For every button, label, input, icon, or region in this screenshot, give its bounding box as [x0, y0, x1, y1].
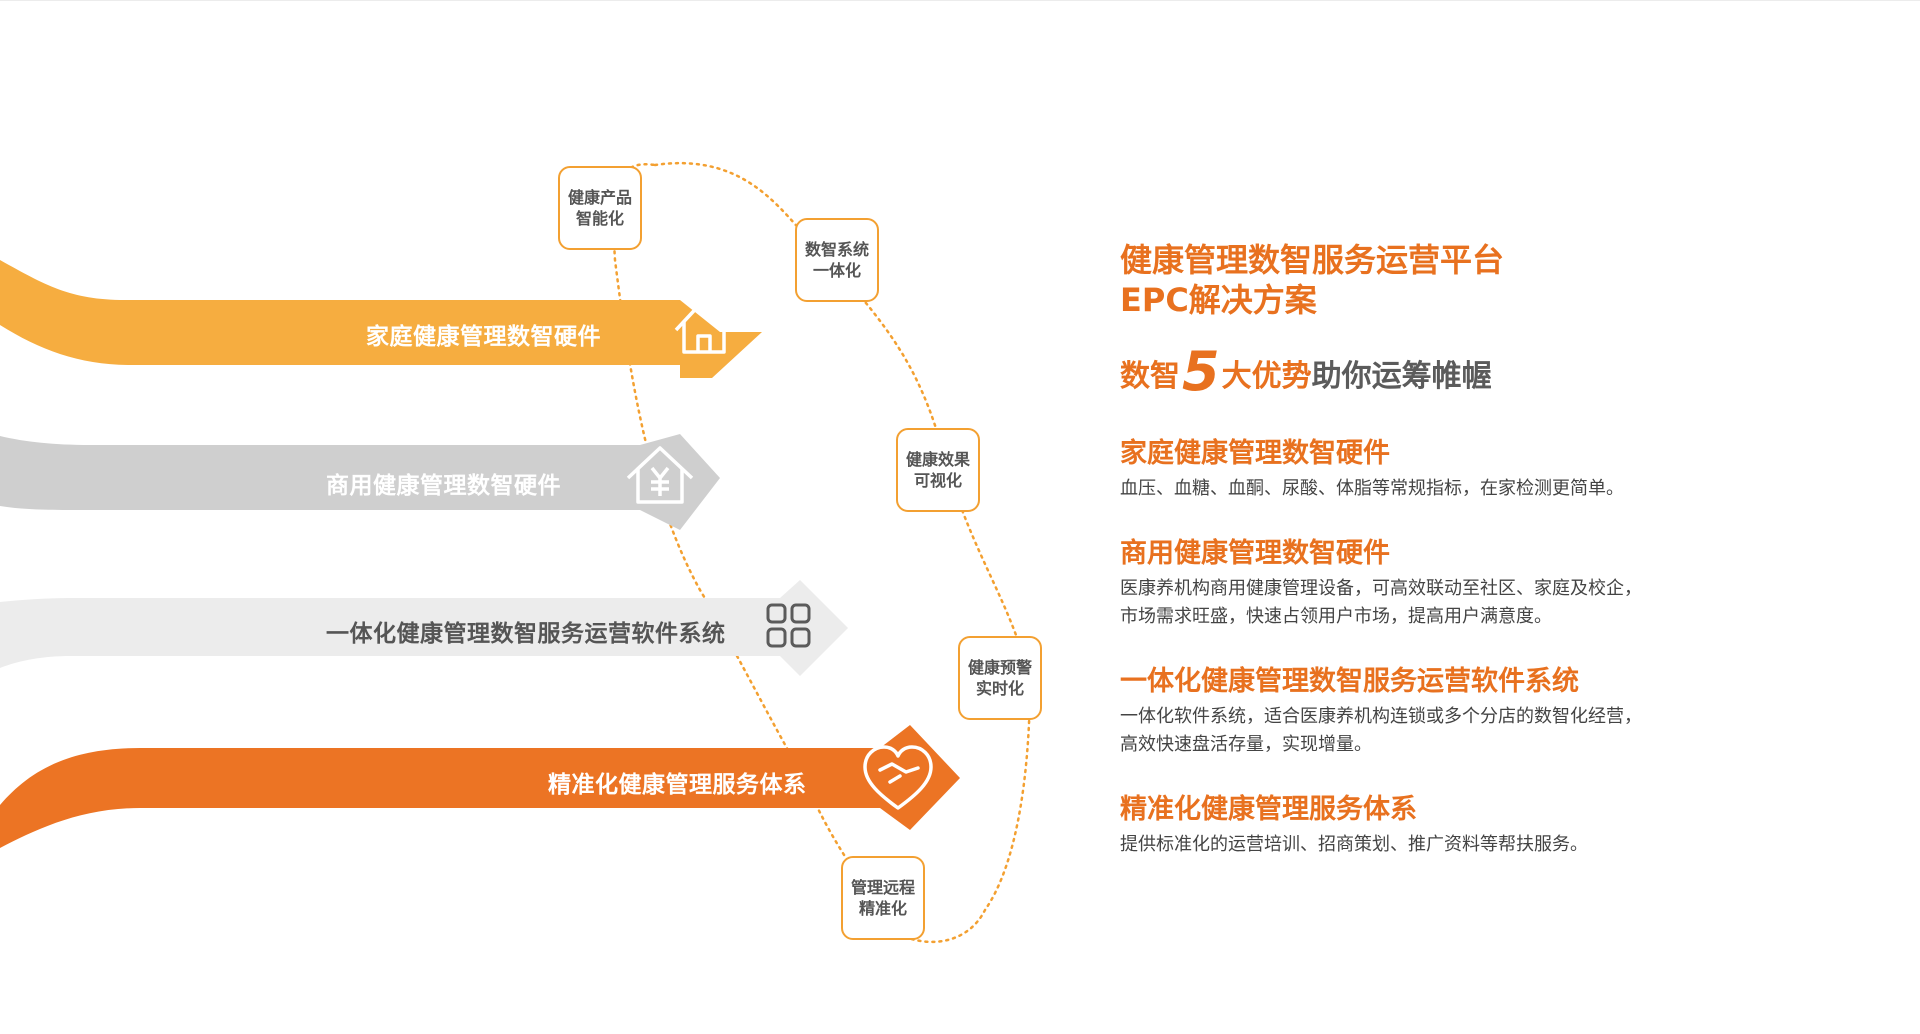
feature-desc-line1: 医康养机构商用健康管理设备，可高效联动至社区、家庭及校企，: [1120, 578, 1642, 599]
node-effect-visual: 健康效果 可视化: [896, 428, 980, 512]
node-line2: 精准化: [858, 899, 907, 918]
arrow-label-commercial: 商用健康管理数智硬件: [326, 473, 561, 499]
arrow-label-home: 家庭健康管理数智硬件: [366, 324, 601, 350]
feature-item: 家庭健康管理数智硬件 血压、血糖、血酮、尿酸、体脂等常规指标，在家检测更简单。: [1120, 437, 1840, 503]
feature-title: 一体化健康管理数智服务运营软件系统: [1120, 666, 1579, 697]
feature-desc-line2: 市场需求旺盛，快速占领用户市场，提高用户满意度。: [1120, 606, 1552, 627]
feature-item: 一体化健康管理数智服务运营软件系统 一体化软件系统，适合医康养机构连锁或多个分店…: [1120, 665, 1840, 759]
advantages-panel: 健康管理数智服务运营平台 EPC解决方案 数智5大优势助你运筹帷幄 家庭健康管理…: [1120, 240, 1840, 859]
heart-handshake-icon: [863, 745, 933, 810]
feature-item: 精准化健康管理服务体系 提供标准化的运营培训、招商策划、推广资料等帮扶服务。: [1120, 793, 1840, 859]
node-line1: 数智系统: [804, 240, 869, 259]
yen-house-icon: [626, 446, 694, 504]
slogan-part2: 大优势: [1221, 359, 1312, 394]
node-product-intelligent: 健康产品 智能化: [558, 166, 642, 250]
feature-desc: 血压、血糖、血酮、尿酸、体脂等常规指标，在家检测更简单。: [1120, 478, 1624, 499]
panel-title-line1: 健康管理数智服务运营平台: [1120, 241, 1505, 279]
slogan-number: 5: [1182, 340, 1220, 403]
node-line1: 管理远程: [850, 878, 915, 897]
node-warning-realtime: 健康预警 实时化: [958, 636, 1042, 720]
node-line1: 健康预警: [967, 658, 1032, 677]
top-divider: [0, 0, 1920, 1]
feature-title: 商用健康管理数智硬件: [1120, 538, 1390, 569]
node-line2: 实时化: [975, 679, 1024, 698]
node-line2: 可视化: [913, 471, 962, 490]
arrow-label-service: 精准化健康管理服务体系: [548, 772, 807, 798]
arrow-shape-service: [0, 725, 960, 848]
feature-desc: 一体化软件系统，适合医康养机构连锁或多个分店的数智化经营， 高效快速盘活存量，实…: [1120, 703, 1840, 759]
node-remote-precise: 管理远程 精准化: [841, 856, 925, 940]
slogan-part1: 数智: [1120, 359, 1180, 394]
node-line2: 智能化: [575, 209, 624, 228]
arrow-shape-commercial: [0, 434, 720, 530]
arrow-shape-home: [0, 260, 762, 378]
slogan-part3: 助你运筹帷幄: [1311, 359, 1492, 394]
panel-title-line2: EPC解决方案: [1120, 281, 1317, 319]
arrow-shape-software: [0, 580, 848, 676]
feature-desc: 医康养机构商用健康管理设备，可高效联动至社区、家庭及校企， 市场需求旺盛，快速占…: [1120, 575, 1840, 631]
slogan: 数智5大优势助你运筹帷幄: [1120, 345, 1840, 403]
feature-desc: 提供标准化的运营培训、招商策划、推广资料等帮扶服务。: [1120, 834, 1588, 855]
grid-icon: [766, 603, 811, 648]
node-line1: 健康效果: [905, 450, 970, 469]
node-line2: 一体化: [812, 261, 861, 280]
feature-desc-line1: 一体化软件系统，适合医康养机构连锁或多个分店的数智化经营，: [1120, 706, 1642, 727]
feature-desc-line2: 高效快速盘活存量，实现增量。: [1120, 734, 1372, 755]
feature-item: 商用健康管理数智硬件 医康养机构商用健康管理设备，可高效联动至社区、家庭及校企，…: [1120, 537, 1840, 631]
arrow-label-software: 一体化健康管理数智服务运营软件系统: [326, 621, 726, 647]
node-system-integrated: 数智系统 一体化: [795, 218, 879, 302]
feature-title: 精准化健康管理服务体系: [1120, 794, 1417, 825]
node-line1: 健康产品: [567, 188, 632, 207]
house-icon: [674, 298, 734, 354]
feature-title: 家庭健康管理数智硬件: [1120, 438, 1390, 469]
